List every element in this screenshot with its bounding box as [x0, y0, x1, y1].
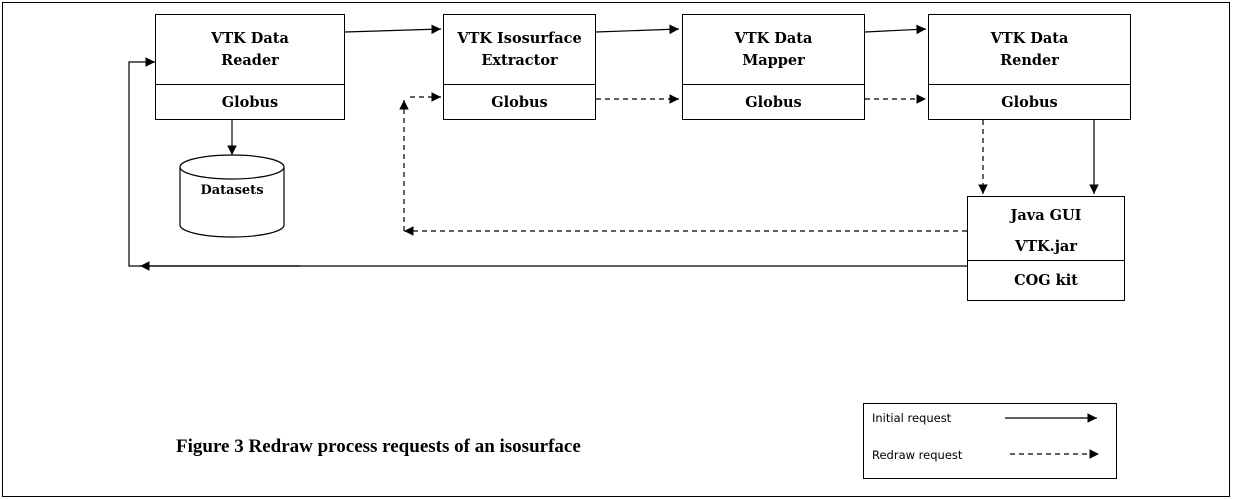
- vtk-data-render-globus: Globus: [929, 84, 1130, 119]
- legend-box: Initial request Redraw request: [863, 403, 1117, 479]
- datasets-label: Datasets: [200, 183, 264, 198]
- vtk-isosurface-extractor-globus: Globus: [444, 84, 595, 119]
- vtk-data-render-box: VTK Data Render Globus: [928, 14, 1131, 120]
- datasets-cylinder: [179, 154, 285, 238]
- arrow-mapper-to-render: [864, 24, 927, 35]
- java-gui-box: Java GUI VTK.jar COG kit: [967, 196, 1125, 301]
- vtk-isosurface-extractor-box: VTK Isosurface Extractor Globus: [443, 14, 596, 120]
- vtk-data-mapper-globus: Globus: [683, 84, 864, 119]
- arrow-gui-to-reader: [128, 57, 967, 267]
- java-gui-label: Java GUI: [1010, 206, 1082, 224]
- arrow-extractor-to-mapper: [595, 24, 680, 35]
- figure-caption: Figure 3 Redraw process requests of an i…: [176, 436, 581, 457]
- vtk-data-render-title: VTK Data Render: [990, 29, 1069, 69]
- vtk-data-reader-title: VTK Data Reader: [211, 29, 289, 69]
- vtk-data-mapper-box: VTK Data Mapper Globus: [682, 14, 865, 120]
- legend-redraw-label: Redraw request: [872, 448, 963, 462]
- legend-initial-label: Initial request: [872, 411, 952, 425]
- arrow-reader-to-extractor: [344, 24, 442, 35]
- vtk-data-mapper-title: VTK Data Mapper: [734, 29, 813, 69]
- vtk-isosurface-extractor-title: VTK Isosurface Extractor: [457, 29, 582, 69]
- vtk-jar-label: VTK.jar: [1015, 238, 1077, 255]
- vtk-data-reader-globus: Globus: [156, 84, 344, 119]
- vtk-data-reader-box: VTK Data Reader Globus: [155, 14, 345, 120]
- cog-kit-label: COG kit: [968, 260, 1124, 300]
